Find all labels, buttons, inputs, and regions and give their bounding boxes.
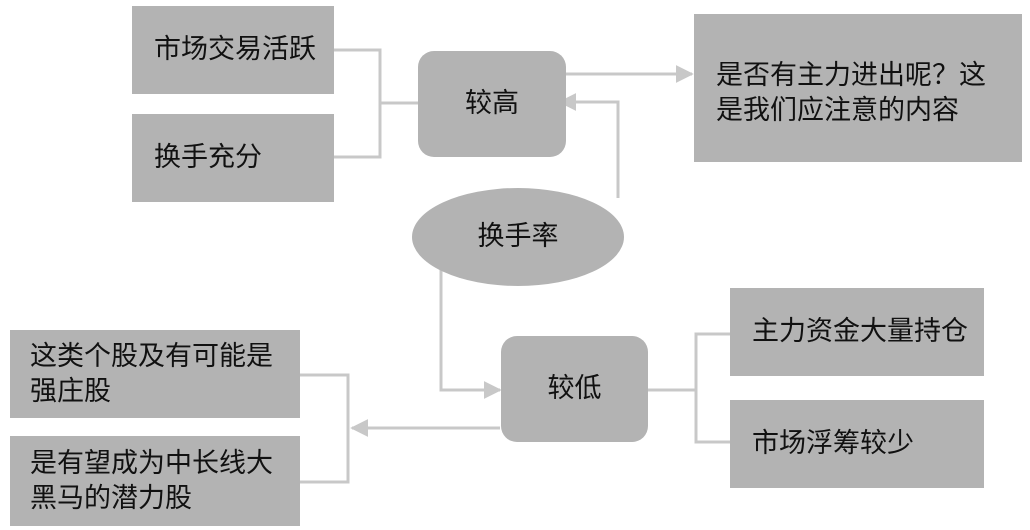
node-label: 这类个股及有可能是强庄股 [30,340,273,407]
low-result-node: 是有望成为中长线大黑马的潜力股 [10,436,300,526]
node-label: 换手率 [477,221,559,253]
low-results-bracket [300,373,350,484]
node-label: 市场交易活跃 [154,34,316,66]
high-causes-bracket [334,48,418,159]
high-result-node: 是否有主力进出呢？这是我们应注意的内容 [694,14,1022,162]
low-cause-node: 主力资金大量持仓 [730,288,984,376]
center-to-low-arrow [439,270,502,399]
low-cause-node: 市场浮筹较少 [730,400,984,488]
node-label: 换手充分 [154,142,262,174]
low-result-node: 这类个股及有可能是强庄股 [10,330,300,418]
low-causes-bracket [648,332,730,444]
low-turnover-node: 较低 [501,336,648,442]
high-cause-node: 市场交易活跃 [132,6,334,94]
node-label: 是否有主力进出呢？这是我们应注意的内容 [716,60,986,127]
high-turnover-node: 较高 [418,51,566,157]
node-label: 是有望成为中长线大黑马的潜力股 [30,447,273,514]
center-to-high-arrow [558,93,620,198]
node-label: 市场浮筹较少 [752,428,914,460]
turnover-rate-node: 换手率 [412,188,624,286]
node-label: 较高 [465,88,519,120]
node-label: 较低 [547,373,602,405]
high-cause-node: 换手充分 [132,114,334,202]
node-label: 主力资金大量持仓 [752,316,968,348]
